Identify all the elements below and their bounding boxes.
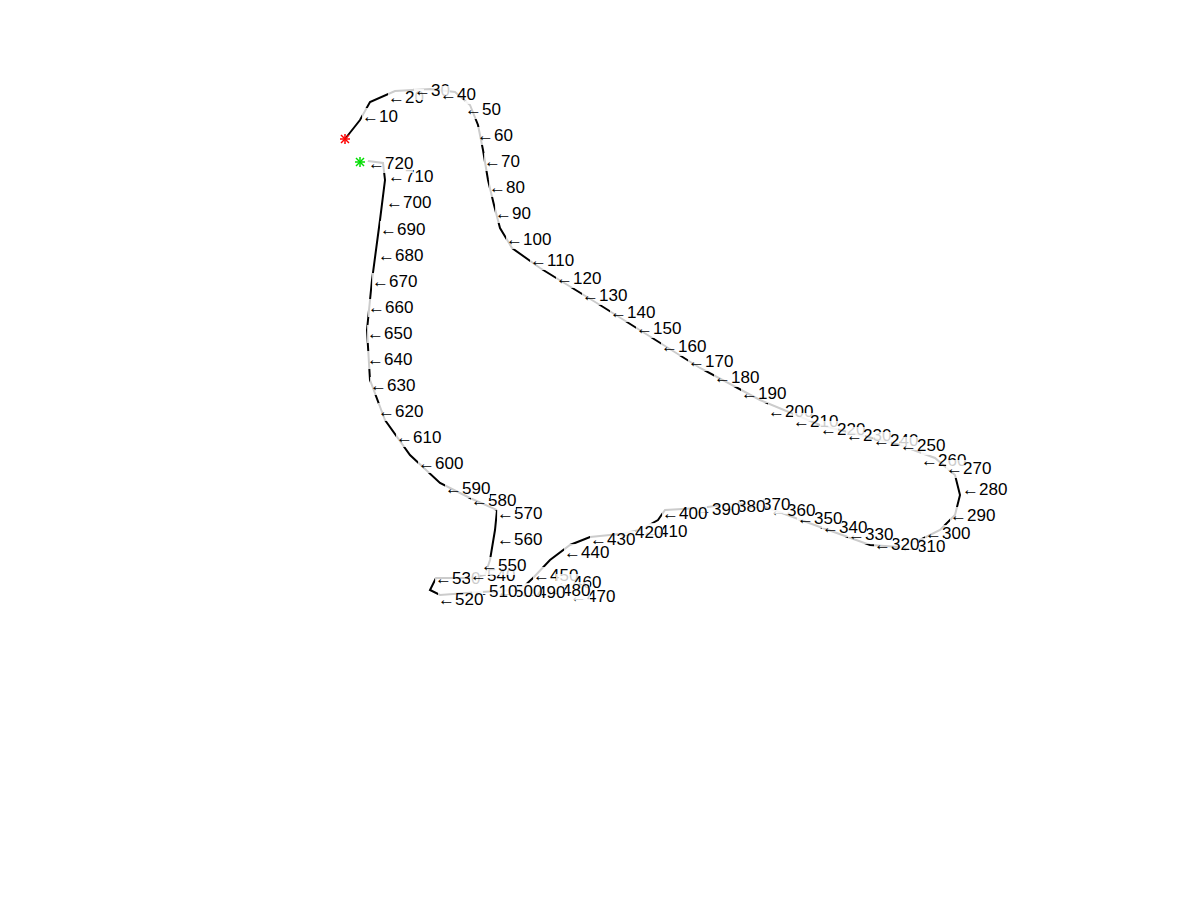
point-label: ←560 — [497, 531, 542, 549]
point-label: ←110 — [530, 252, 574, 270]
point-label: ←270 — [946, 460, 991, 478]
point-label: ←120 — [556, 270, 601, 288]
point-label: ←90 — [495, 205, 531, 223]
point-label: ←400 — [662, 505, 707, 523]
point-label: ←670 — [372, 273, 417, 291]
point-label: ←590 — [445, 480, 490, 498]
point-label: ←680 — [378, 247, 423, 265]
point-label: ←550 — [481, 557, 526, 575]
point-label: ←660 — [368, 299, 413, 317]
point-label: ←650 — [367, 325, 412, 343]
point-label: ←70 — [484, 153, 520, 171]
point-label: ←520 — [438, 591, 483, 609]
point-label: ←700 — [386, 194, 431, 212]
point-label: ←150 — [636, 320, 681, 338]
point-label: ←610 — [396, 429, 441, 447]
point-label: ←10 — [362, 108, 398, 126]
point-label: ←130 — [582, 287, 627, 305]
point-label: ←50 — [465, 101, 501, 119]
point-label: ←190 — [741, 385, 786, 403]
bird-contour — [345, 89, 960, 595]
point-label: ←60 — [477, 127, 513, 145]
start-marker — [340, 134, 350, 144]
point-label: ←630 — [370, 377, 415, 395]
point-label: ←280 — [962, 481, 1007, 499]
point-label: ←290 — [950, 507, 995, 525]
point-label: ←640 — [367, 351, 412, 369]
point-label: ←600 — [418, 455, 463, 473]
point-label: ←100 — [506, 231, 551, 249]
end-marker — [355, 157, 365, 167]
point-label: ←80 — [489, 179, 525, 197]
point-label: ←620 — [378, 403, 423, 421]
point-label: ←720 — [368, 155, 413, 173]
point-label: ←440 — [564, 544, 609, 562]
point-label: ←690 — [380, 221, 425, 239]
